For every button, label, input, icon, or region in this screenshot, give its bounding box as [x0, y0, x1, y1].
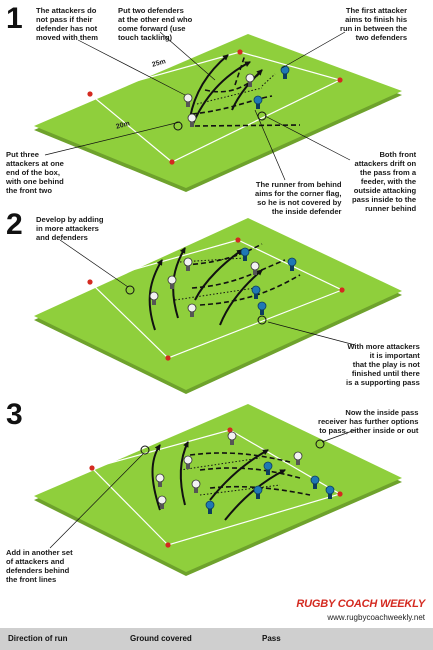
cone	[337, 77, 343, 83]
defender	[310, 475, 320, 489]
target-marker	[315, 439, 325, 449]
callout-line	[264, 115, 351, 161]
callout-line	[49, 453, 144, 549]
attacker	[293, 451, 303, 465]
pass-line	[199, 484, 281, 496]
attacker	[155, 473, 165, 487]
attacker	[149, 291, 159, 305]
attacker	[245, 73, 255, 87]
pass-line	[179, 457, 261, 471]
cone	[89, 465, 95, 471]
callout-line	[281, 31, 346, 69]
pitch-panel-1	[34, 31, 402, 192]
annotation: The runner from behind aims for the corn…	[255, 180, 342, 216]
attacker	[167, 275, 177, 289]
callout-line	[59, 239, 129, 288]
legend: Direction of run Ground covered Pass	[0, 628, 433, 650]
cone	[87, 279, 93, 285]
annotation: The attackers do not pass if their defen…	[36, 6, 99, 42]
annotation: Develop by adding in more attackers and …	[36, 215, 104, 242]
callout-line	[267, 321, 356, 346]
ground-covered-line	[191, 95, 273, 115]
ground-covered-line	[199, 467, 301, 479]
run-arrow	[151, 444, 161, 511]
attacker	[183, 257, 193, 271]
attacker	[187, 113, 197, 127]
step-number-2: 2	[6, 208, 23, 241]
cone	[165, 542, 171, 548]
annotation: Put three attackers at one end of the bo…	[6, 150, 64, 195]
ground-covered-line	[234, 54, 246, 86]
ground-covered-line	[209, 485, 311, 496]
callout-line	[159, 31, 216, 81]
annotation: Now the inside pass receiver has further…	[318, 408, 419, 435]
feeder-marker	[140, 445, 150, 455]
attacker	[183, 93, 193, 107]
cone	[87, 91, 93, 97]
ground-covered-line	[189, 452, 291, 463]
defender	[205, 500, 215, 514]
cone	[237, 49, 243, 55]
attacker	[191, 479, 201, 493]
callout-line	[321, 429, 356, 443]
defender	[251, 285, 261, 299]
defender	[325, 485, 335, 499]
pass-line	[196, 87, 263, 105]
attacker	[183, 455, 193, 469]
cone	[235, 237, 241, 243]
defender	[263, 461, 273, 475]
target-marker	[257, 315, 267, 325]
ground-covered-line	[194, 124, 301, 127]
step-number-3: 3	[6, 398, 23, 431]
defender	[287, 257, 297, 271]
annotation: The first attacker aims to finish his ru…	[340, 6, 408, 42]
run-arrow	[179, 441, 189, 506]
feeder-marker	[173, 121, 183, 131]
pitch-surface	[34, 34, 402, 188]
callout-line	[44, 121, 181, 156]
annotation: Both front attackers drift on the pass f…	[352, 150, 417, 213]
website-link[interactable]: www.rugbycoachweekly.net	[327, 613, 425, 622]
run-arrow	[231, 69, 263, 111]
pitch-panel-2	[34, 218, 402, 394]
run-arrow	[209, 449, 269, 501]
cone	[169, 159, 175, 165]
defender	[253, 95, 263, 109]
cone	[339, 287, 345, 293]
attacker	[250, 261, 260, 275]
legend-pass-label: Pass	[262, 634, 281, 643]
attacker	[187, 303, 197, 317]
legend-ground-label: Ground covered	[130, 634, 192, 643]
target-marker	[257, 111, 267, 121]
run-arrow	[148, 259, 163, 331]
brand-logo: RUGBY COACH WEEKLY	[296, 598, 425, 610]
defender	[253, 485, 263, 499]
annotation: Put two defenders at the other end who c…	[118, 6, 193, 42]
step-number-1: 1	[6, 2, 23, 35]
cone	[165, 355, 171, 361]
run-arrow	[189, 54, 229, 119]
legend-direction-label: Direction of run	[8, 634, 68, 643]
pitch-surface	[34, 404, 402, 572]
defender	[257, 301, 267, 315]
cone	[227, 427, 233, 433]
annotation: Add in another set of attackers and defe…	[6, 548, 73, 584]
attacker	[227, 431, 237, 445]
callout-line	[77, 39, 186, 96]
cone	[337, 491, 343, 497]
annotation: With more attackers it is important that…	[346, 342, 420, 387]
pitch-panel-3	[34, 404, 402, 576]
defender	[240, 247, 250, 261]
callout-line	[254, 109, 286, 181]
feeder-marker	[125, 285, 135, 295]
run-arrow	[194, 249, 243, 301]
attacker	[157, 495, 167, 509]
run-arrow	[219, 269, 263, 326]
pass-line	[261, 73, 276, 87]
